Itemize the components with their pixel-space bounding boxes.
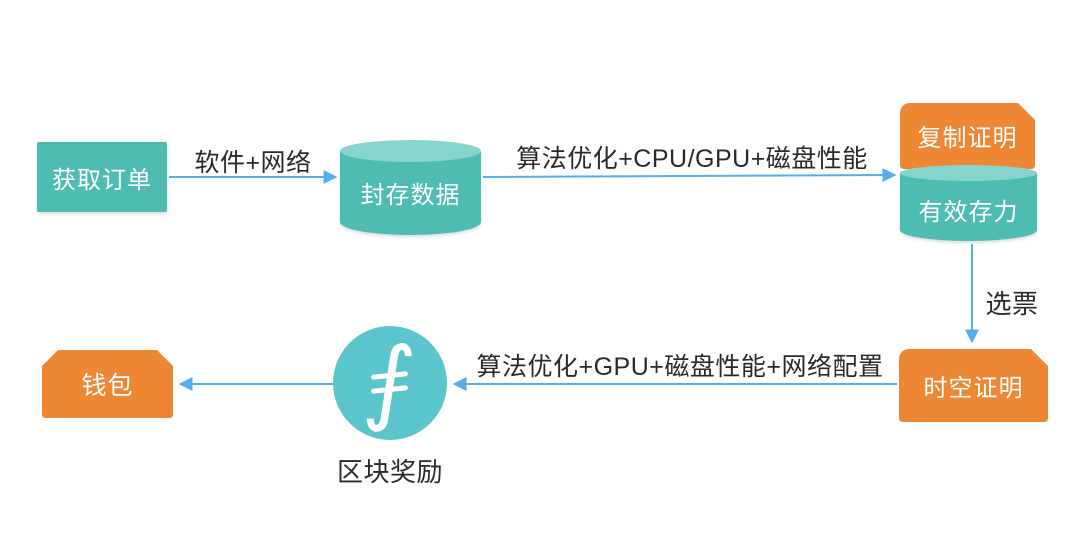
node-get-orders-label: 获取订单 [52, 166, 152, 194]
node-spacetime-proof-label: 时空证明 [923, 375, 1024, 402]
node-get-orders: 获取订单 [37, 142, 167, 212]
edge-label-software-network: 软件+网络 [194, 149, 312, 177]
node-wallet-label: 钱包 [81, 372, 134, 400]
node-replication-proof: 复制证明 [900, 103, 1035, 169]
edge-label-algo-cpu-gpu-disk: 算法优化+CPU/GPU+磁盘性能 [516, 145, 868, 173]
node-spacetime-proof: 时空证明 [899, 349, 1048, 422]
node-effective-storage-label: 有效存力 [918, 199, 1019, 226]
node-replication-proof-label: 复制证明 [917, 124, 1018, 152]
cylinder-body [900, 173, 1037, 241]
cylinder-body [340, 151, 481, 235]
arrow-sealed-to-storage [482, 168, 897, 183]
filecoin-logo: ∫ [333, 324, 447, 440]
node-wallet: 钱包 [42, 350, 173, 418]
filecoin-icon: ∫ [359, 324, 421, 438]
cylinder-top [340, 140, 481, 162]
cylinder-top [900, 165, 1037, 181]
block-reward-caption: 区块奖励 [336, 457, 444, 487]
node-sealed-data-label: 封存数据 [360, 182, 461, 209]
node-sealed-data-cylinder: 封存数据 [340, 140, 481, 235]
edge-label-algo-gpu-disk-network: 算法优化+GPU+磁盘性能+网络配置 [476, 353, 884, 381]
node-effective-storage-cylinder: 有效存力 [900, 165, 1037, 241]
edge-label-ticket: 选票 [985, 289, 1039, 319]
